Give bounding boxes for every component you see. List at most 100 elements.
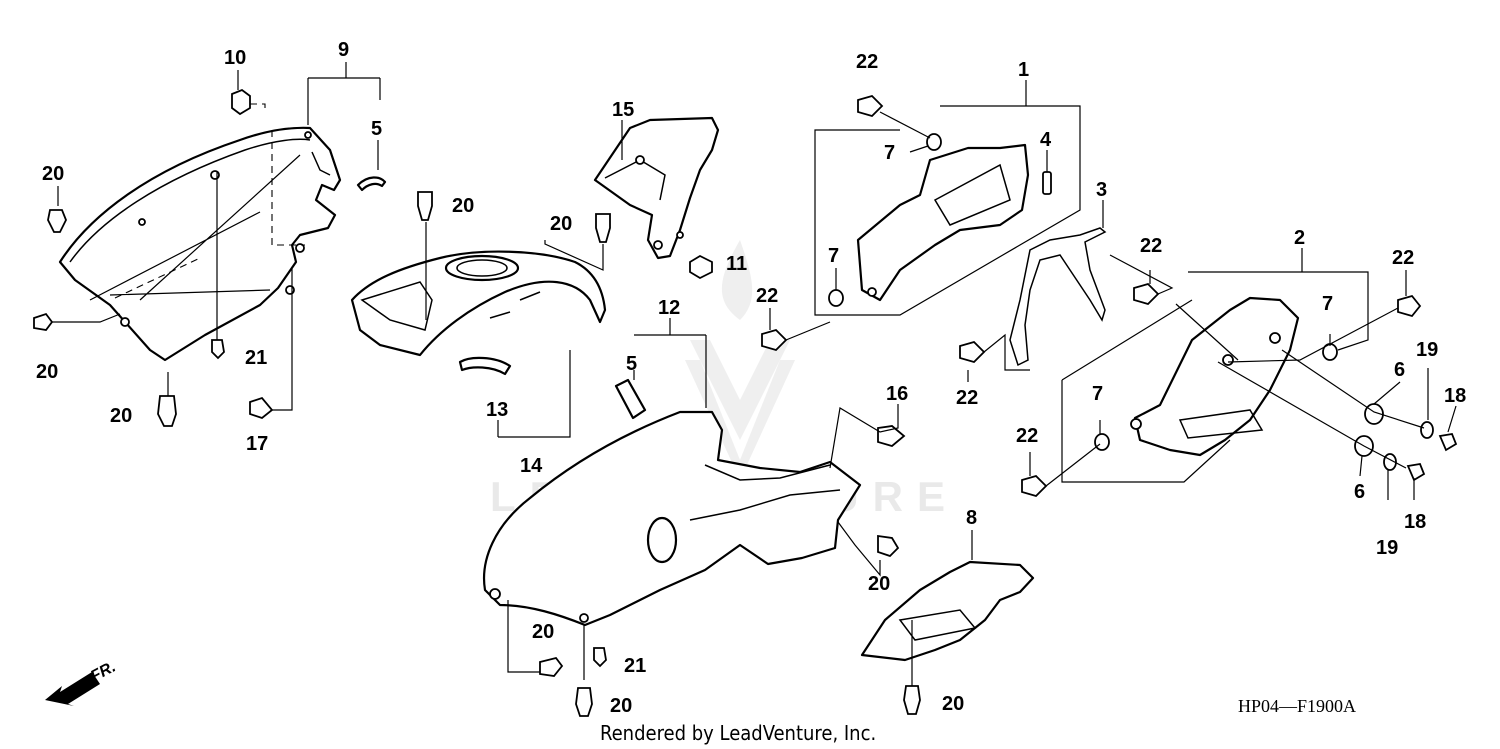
screw-hole-icon — [120, 317, 130, 327]
part-5-strip — [614, 378, 647, 420]
callout-7-left: 7 — [828, 245, 839, 267]
part-12-side-shroud — [483, 410, 862, 627]
part-13-strip — [458, 356, 512, 376]
bolt-icon — [1397, 294, 1422, 318]
screw-hole-icon — [304, 131, 312, 139]
callout-2: 2 — [1294, 227, 1305, 249]
callout-22-mid: 22 — [1140, 235, 1162, 257]
callout-17: 17 — [246, 433, 268, 455]
bolt-icon — [959, 340, 986, 364]
screw-hole-icon — [867, 287, 877, 297]
arrow-down-left-icon — [45, 672, 100, 706]
screw-icon — [1406, 462, 1426, 482]
screw-icon — [593, 647, 607, 668]
callouts: 1 2 3 4 5 5 6 6 7 7 7 7 7 8 9 10 11 12 1… — [36, 39, 1466, 717]
bolt-icon — [1021, 474, 1048, 498]
callout-5-center: 5 — [626, 353, 637, 375]
callout-22-top: 22 — [856, 51, 878, 73]
callout-7-lower: 7 — [1092, 383, 1103, 405]
part-4-clip — [1042, 171, 1052, 195]
push-clip-icon — [33, 312, 54, 331]
screw-hole-icon — [653, 240, 663, 250]
part-8-lower-cover — [860, 560, 1035, 662]
callout-8: 8 — [966, 507, 977, 529]
callout-16: 16 — [886, 383, 908, 405]
push-clip-icon — [903, 685, 921, 715]
collar-icon — [926, 133, 942, 151]
screw-hole-icon — [1222, 354, 1234, 366]
callout-9: 9 — [338, 39, 349, 61]
push-clip-icon — [539, 656, 564, 677]
part-3-wire-bracket — [1009, 227, 1107, 367]
screw-hole-icon — [295, 243, 305, 253]
screw-hole-icon — [579, 613, 589, 623]
callout-21-left: 21 — [245, 347, 267, 369]
front-arrow: FR. — [45, 658, 119, 706]
callout-20-tank-right: 20 — [550, 213, 572, 235]
screw-icon — [1438, 432, 1458, 452]
callout-20-shroud-bottom: 20 — [532, 621, 554, 643]
push-clip-icon — [575, 687, 593, 717]
part-14-tank-cover — [350, 250, 607, 357]
part-9-left-side-cover — [58, 126, 342, 362]
callout-20-bottom-center: 20 — [610, 695, 632, 717]
screw-icon — [211, 339, 225, 360]
credit-text: Rendered by LeadVenture, Inc. — [600, 721, 876, 745]
screw-hole-icon — [489, 588, 501, 600]
part-5-strip — [356, 176, 387, 192]
screw-hole-icon — [285, 285, 295, 295]
callout-18-lower: 18 — [1404, 511, 1426, 533]
collar-icon — [828, 289, 844, 307]
callout-7-right: 7 — [1322, 293, 1333, 315]
bolt-icon — [1133, 282, 1160, 306]
part-1-heat-guard — [856, 143, 1030, 302]
callout-21-center: 21 — [624, 655, 646, 677]
part-15-bracket — [593, 116, 720, 260]
callout-4: 4 — [1040, 129, 1052, 151]
callout-12: 12 — [658, 297, 680, 319]
bolt-icon — [857, 94, 884, 118]
screw-hole-icon — [1130, 418, 1142, 430]
callout-7-top: 7 — [884, 142, 895, 164]
collar-icon — [1094, 433, 1110, 451]
screw-hole-icon — [635, 155, 645, 165]
push-clip-icon — [417, 191, 433, 221]
callout-20-left-top: 20 — [42, 163, 64, 185]
callout-20-tank: 20 — [452, 195, 474, 217]
callout-10: 10 — [224, 47, 246, 69]
callout-22-left: 22 — [756, 285, 778, 307]
callout-22-right: 22 — [1392, 247, 1414, 269]
screw-hole-icon — [210, 170, 220, 180]
push-clip-icon — [47, 209, 67, 233]
screw-hole-icon — [1269, 332, 1281, 344]
callout-20-shroud: 20 — [868, 573, 890, 595]
callout-11: 11 — [726, 253, 747, 275]
leader-lines — [52, 62, 1457, 686]
callout-1: 1 — [1018, 59, 1029, 81]
callout-6-lower: 6 — [1354, 481, 1365, 503]
bolt-icon — [249, 396, 274, 420]
callout-6-upper: 6 — [1394, 359, 1405, 381]
screw-hole-icon — [138, 218, 146, 226]
callout-20-bottom-right: 20 — [942, 693, 964, 715]
fasteners — [33, 88, 1458, 717]
screw-hole-icon — [676, 231, 684, 239]
push-clip-icon — [157, 395, 177, 427]
push-clip-icon — [595, 213, 611, 243]
callout-13: 13 — [486, 399, 508, 421]
nut-icon — [231, 88, 251, 116]
callout-22-bracket: 22 — [956, 387, 978, 409]
callout-18-upper: 18 — [1444, 385, 1466, 407]
callout-20-left-mid: 20 — [36, 361, 58, 383]
callout-19-lower: 19 — [1376, 537, 1398, 559]
callout-19-upper: 19 — [1416, 339, 1438, 361]
nut-icon — [689, 254, 713, 280]
callout-3: 3 — [1096, 179, 1107, 201]
callout-22-lower: 22 — [1016, 425, 1038, 447]
washer-icon — [1420, 421, 1434, 439]
diagram-code: HP04—F1900A — [1238, 696, 1356, 716]
push-clip-icon — [877, 534, 900, 558]
callout-14: 14 — [520, 455, 543, 477]
bolt-icon — [761, 328, 788, 352]
